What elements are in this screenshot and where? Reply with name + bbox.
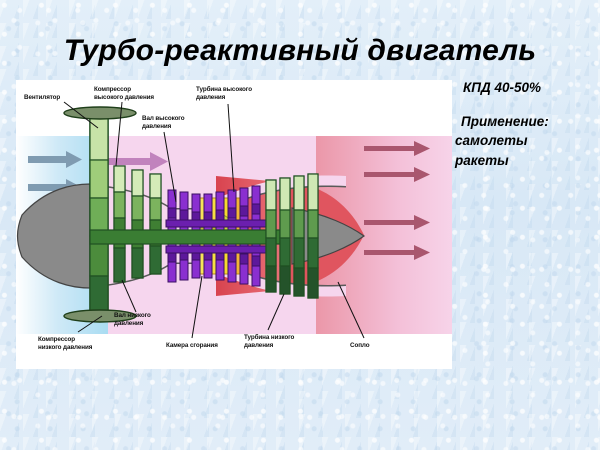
label-lp-shaft: Вал низкого давления: [114, 312, 151, 327]
hp-shaft-lower: [165, 245, 275, 254]
exhaust-arrows: [364, 141, 430, 260]
fan-blade-assembly: [63, 106, 137, 323]
turbine-blades: [265, 173, 319, 299]
label-combustion-chamber: Камера сгорания: [166, 342, 218, 349]
page-title: Турбо-реактивный двигатель: [63, 34, 537, 67]
label-fan: Вентилятор: [24, 94, 61, 101]
label-hp-shaft: Вал высокого давления: [142, 115, 185, 130]
hp-shaft: [165, 219, 275, 228]
efficiency-text: КПД 40-50%: [463, 80, 542, 95]
label-nozzle: Сопло: [350, 342, 370, 349]
side-annotations: КПД 40-50% Применение: самолеты ракеты: [455, 78, 600, 170]
turbojet-cross-section: [16, 101, 452, 339]
application-label: Применение:: [461, 113, 549, 129]
label-hp-turbine: Турбина высокого давления: [196, 86, 252, 101]
application-item-1: самолеты: [455, 133, 528, 149]
bypass-flow-arrow: [108, 152, 168, 171]
leader-lines: [63, 101, 365, 339]
label-hp-compressor: Компрессор высокого давления: [94, 86, 155, 101]
lp-compressor-blades: [113, 165, 162, 283]
lp-shaft: [89, 229, 281, 245]
engine-diagram-panel: Вентилятор Компрессор высокого давления …: [16, 80, 452, 369]
label-lp-compressor: Компрессор низкого давления: [38, 336, 93, 351]
label-lp-turbine: Турбина низкого давления: [244, 334, 295, 349]
nose-cone: [16, 183, 91, 289]
application-item-2: ракеты: [455, 152, 509, 168]
